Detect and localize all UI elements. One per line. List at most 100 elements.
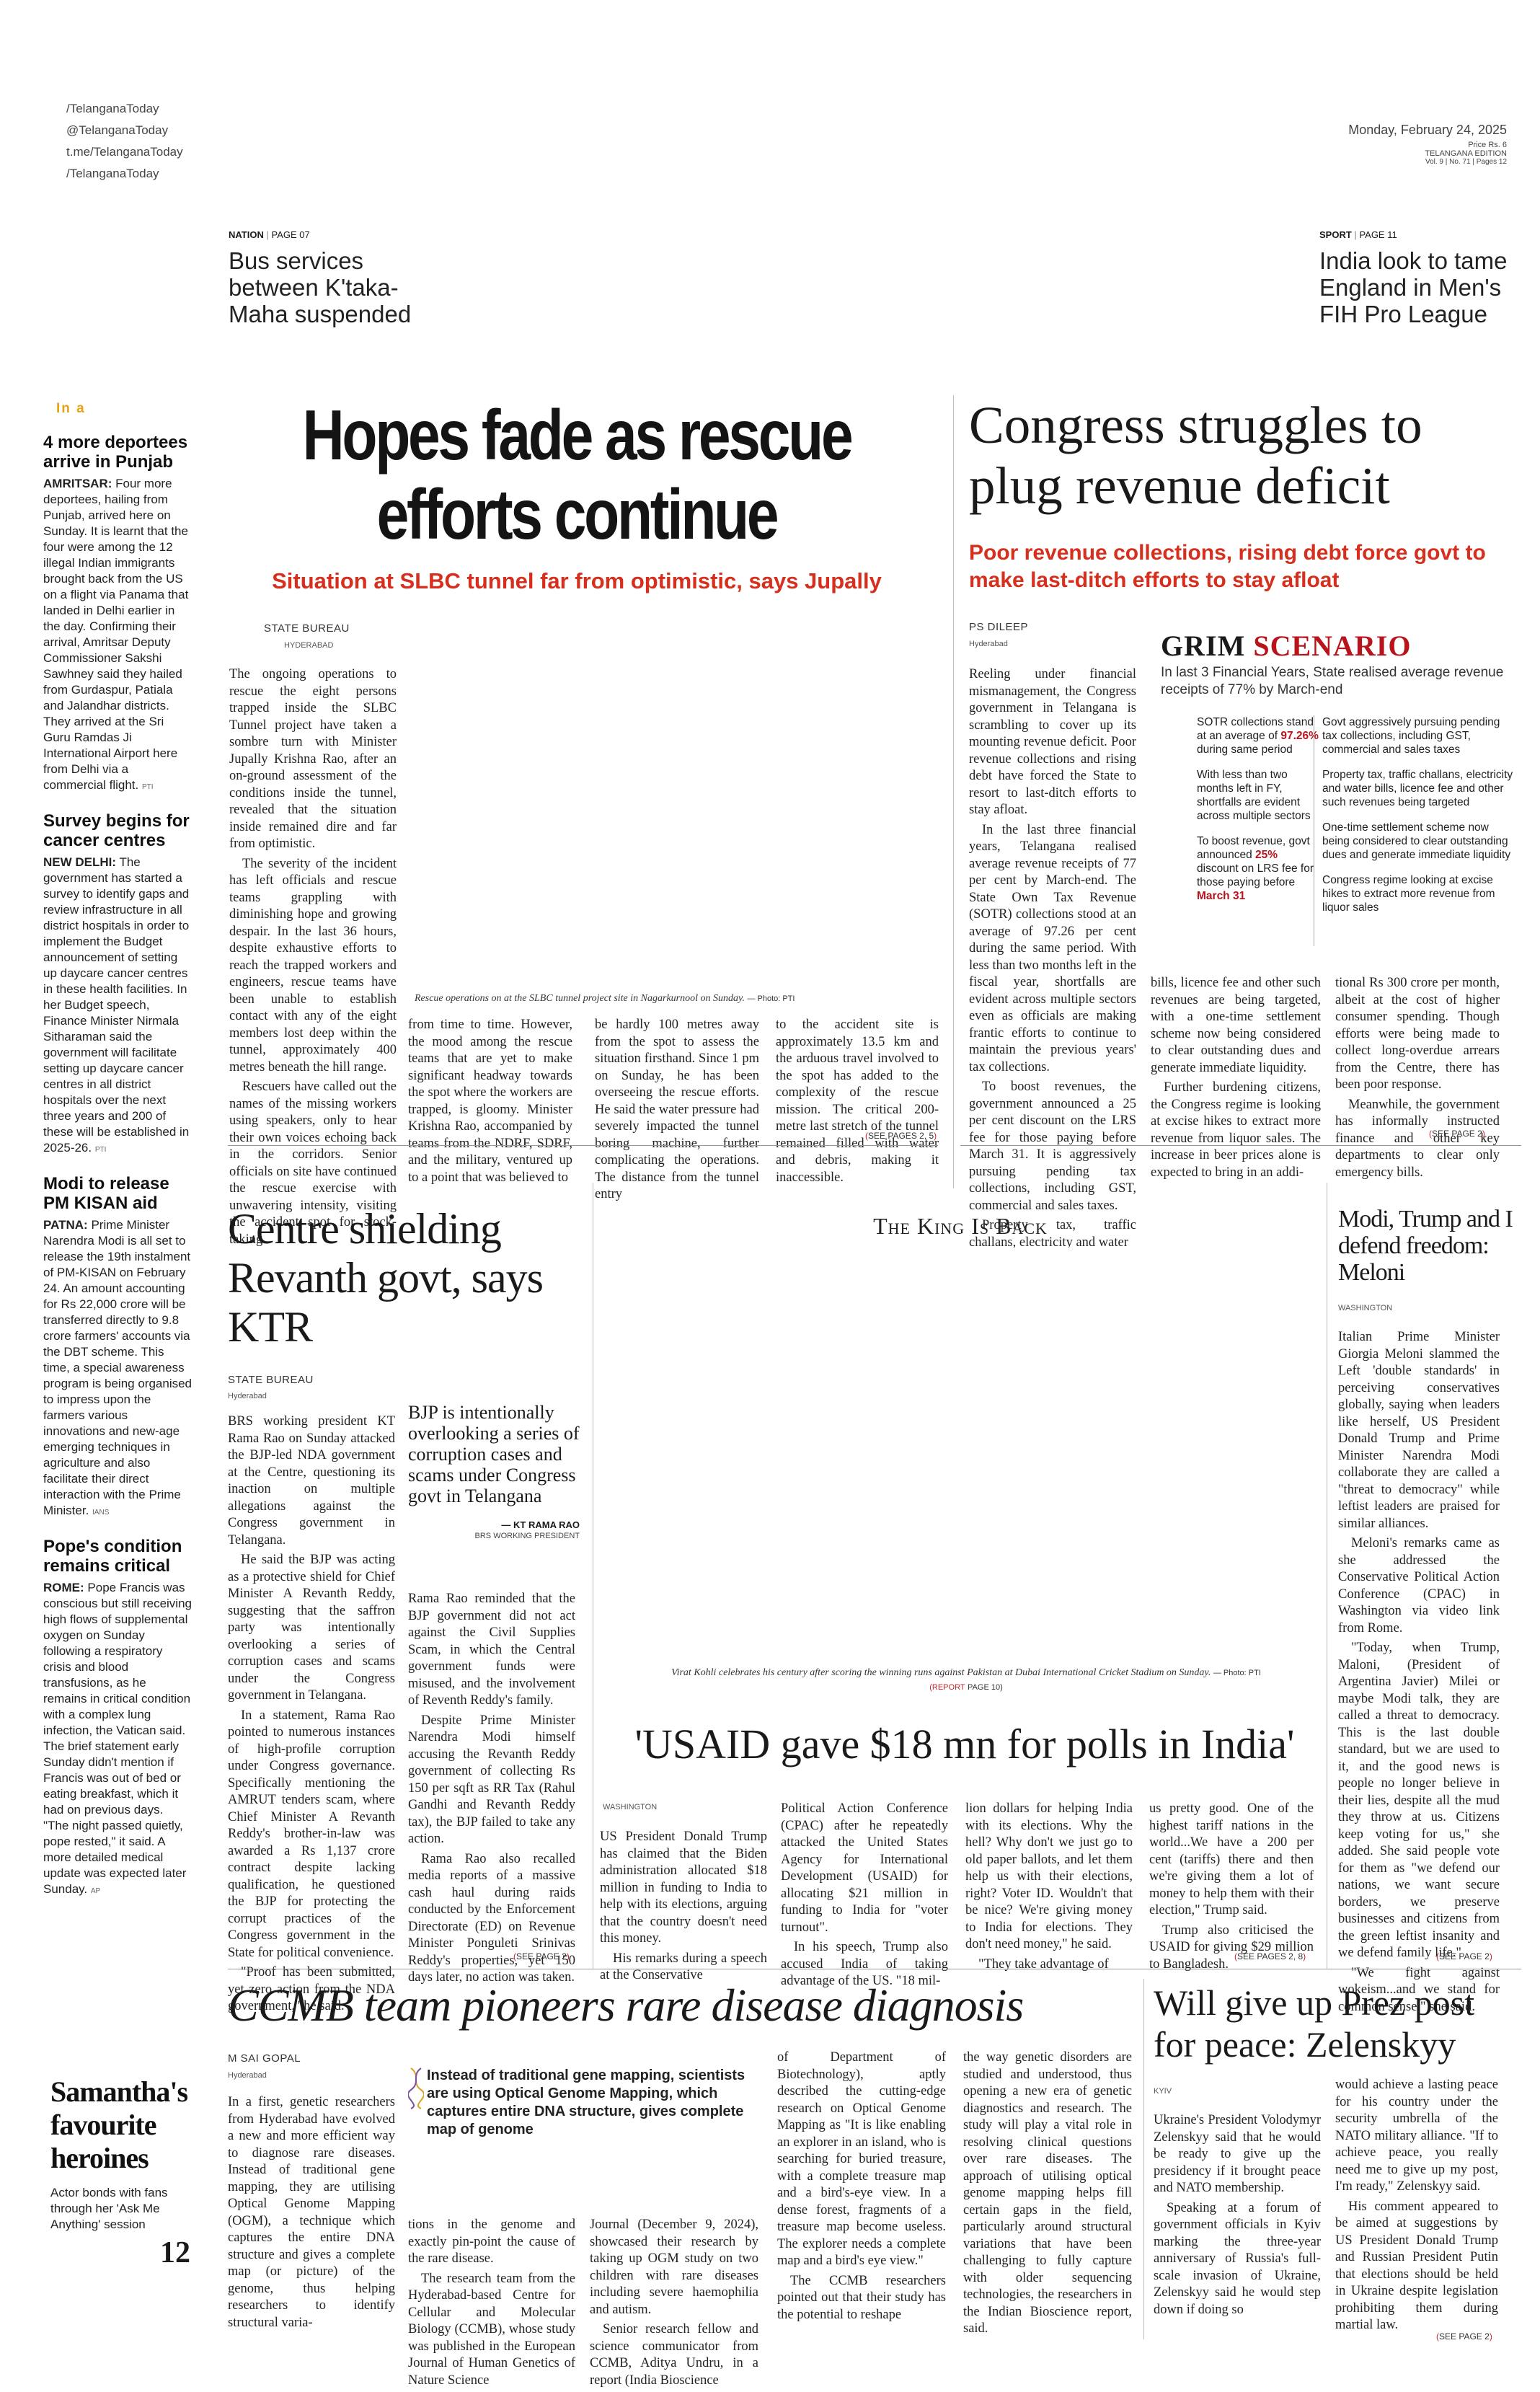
congress-subhead: Poor revenue collections, rising debt fo… [969,541,1486,592]
trend-arrows-icon [1163,715,1190,746]
social-instagram[interactable]: /TelanganaToday [66,167,159,180]
ktr-see-more[interactable]: (SEE PAGE 2) [513,1951,570,1961]
lead-col-3: be hardly 100 metres away from the spot … [595,1018,759,1201]
lead-byline: STATE BUREAU [264,622,350,635]
brief-item[interactable]: Pope's condition remains critical ROME: … [43,1537,192,1899]
brief-place: ROME: [43,1581,84,1594]
lead-headline: Hopes fade as rescue efforts continue [302,395,854,554]
brief-place: NEW DELHI: [43,855,117,869]
congress-dateline: Hyderabad [969,640,1008,648]
dna-icon [408,2067,424,2109]
brief-item[interactable]: Survey begins for cancer centres NEW DEL… [43,811,192,1158]
brief-credit: AP [90,1887,101,1895]
congress-col-3: tional Rs 300 crore per month, albeit at… [1335,976,1500,1180]
promo-text: Actor bonds with fans through her 'Ask M… [50,2186,168,2231]
brief-item[interactable]: 4 more deportees arrive in Punjab AMRITS… [43,433,192,795]
edition: TELANGANA EDITION [1425,149,1507,158]
ktr-col-2: Rama Rao reminded that the BJP governmen… [408,1592,575,1985]
zelensky-col-1: Ukraine's President Volodymyr Zelenskyy … [1154,2113,1321,2317]
social-twitter[interactable]: @TelanganaToday [66,123,169,137]
congress-see-more[interactable]: (SEE PAGE 2) [1429,1129,1485,1139]
zelensky-see-more[interactable]: (SEE PAGE 2) [1436,2331,1492,2342]
social-facebook[interactable]: /TelanganaToday [66,102,159,115]
divider [1143,1979,1144,2339]
lead-subhead: Situation at SLBC tunnel far from optimi… [272,568,882,593]
usaid-col-1: US President Donald Trump has claimed th… [600,1830,767,1982]
social-telegram[interactable]: t.me/TelanganaToday [66,145,183,159]
meloni-see-more[interactable]: (SEE PAGE 2) [1436,1951,1492,1961]
grim-left-list: SOTR collections stand at an average of … [1197,715,1319,903]
brief-credit: PTI [142,783,154,791]
brief-text: Pope Francis was conscious but still rec… [43,1581,192,1896]
zelensky-dateline: KYIV [1154,2087,1172,2096]
usaid-headline: 'USAID gave $18 mn for polls in India' [634,1721,1295,1767]
kohli-photo-image [603,1248,1324,1659]
ktr-quote-box: BJP is intentionally overlooking a serie… [408,1402,580,1540]
congress-headline: Congress struggles to plug revenue defic… [969,396,1422,515]
grim-item: To boost revenue, govt announced 25% dis… [1197,835,1314,902]
usaid-dateline: WASHINGTON [603,1803,658,1811]
lead-photo-caption: Rescue operations on at the SLBC tunnel … [415,993,795,1004]
promo-headline: Samantha's favourite heroines [50,2075,188,2174]
brief-place: PATNA: [43,1218,88,1232]
ccmb-graphic: Instead of traditional gene mapping, sci… [408,2067,761,2197]
divider [960,1145,1521,1146]
promo-samantha[interactable]: Samantha's favourite heroines Actor bond… [50,2075,195,2233]
grim-intro: In last 3 Financial Years, State realise… [1161,665,1504,697]
teaser-nation[interactable]: NATION | PAGE 07 Bus services between K'… [229,229,445,327]
usaid-col-2: Political Action Conference (CPAC) after… [781,1801,948,1988]
lead-photo [408,622,917,982]
issue-date: Monday, February 24, 2025 [1348,123,1507,137]
grim-item: SOTR collections stand at an average of … [1197,716,1319,756]
teaser-headline: Bus services between K'taka-Maha suspend… [229,247,412,327]
brief-headline: 4 more deportees arrive in Punjab [43,433,188,472]
ccmb-headline: CCMB team pioneers rare disease diagnosi… [228,1980,1024,2031]
grim-item: Property tax, traffic challans, electric… [1322,769,1513,808]
masthead-info: Monday, February 24, 2025 Price Rs. 6 TE… [1348,123,1507,166]
usaid-col-4: us pretty good. One of the highest tarif… [1149,1801,1314,1972]
lead-col-1: The ongoing operations to rescue the eig… [229,667,397,1247]
brief-credit: PTI [94,1146,107,1154]
ktr-quote-role: BRS WORKING PRESIDENT [474,1532,580,1540]
brief-credit: IANS [92,1509,110,1517]
grim-item: With less than two months left in FY, sh… [1197,769,1311,822]
ccmb-col-3: Journal (December 9, 2024), showcased th… [590,2217,758,2388]
teaser-section: SPORT [1319,229,1352,240]
grim-item: Govt aggressively pursuing pending tax c… [1322,716,1500,756]
lead-see-more[interactable]: (SEE PAGES 2, 5) [865,1131,937,1141]
congress-col-2: bills, licence fee and other such revenu… [1151,976,1321,1180]
brief-item[interactable]: Modi to release PM KISAN aid PATNA: Prim… [43,1174,192,1521]
brief-headline: Modi to release PM KISAN aid [43,1174,169,1213]
congress-col-1: Reeling under financial mismanagement, t… [969,667,1136,1250]
usaid-see-more[interactable]: (SEE PAGES 2, 8) [1234,1951,1306,1961]
meloni-dateline: WASHINGTON [1338,1304,1393,1312]
grim-right-list: Govt aggressively pursuing pending tax c… [1322,715,1517,926]
price: Price Rs. 6 [1468,141,1507,149]
teaser-sport[interactable]: SPORT | PAGE 11 India look to tame Engla… [1319,229,1521,327]
brief-text: Four more deportees, hailing from Punjab… [43,477,189,792]
briefs-label: In a [56,401,86,416]
grim-item: One-time settlement scheme now being con… [1322,821,1511,861]
ccmb-col-1: In a first, genetic researchers from Hyd… [228,2095,395,2330]
teaser-headline: India look to tame England in Men's FIH … [1319,247,1508,327]
usaid-col-3: lion dollars for helping India with its … [965,1801,1133,1972]
ccmb-col-2: tions in the genome and exactly pin-poin… [408,2217,575,2388]
brief-text: The government has started a survey to i… [43,855,190,1155]
grim-infographic: SOTR collections stand at an average of … [1161,715,1521,961]
congress-byline: PS DILEEP [969,621,1029,633]
kohli-photo [603,1248,1324,1659]
grim-item: Congress regime looking at excise hikes … [1322,874,1495,914]
brief-headline: Pope's condition remains critical [43,1537,182,1576]
lead-col-2: from time to time. However, the mood amo… [408,1018,572,1185]
rescue-photo-image [408,622,917,982]
lead-col-4: to the accident site is approximately 13… [776,1018,939,1185]
grim-scenario-box: GRIM SCENARIO In last 3 Financial Years,… [1161,629,1521,961]
ccmb-col-5: the way genetic disorders are studied an… [963,2050,1132,2336]
meloni-headline: Modi, Trump and I defend freedom: Meloni [1338,1206,1513,1286]
briefs-column: 4 more deportees arrive in Punjab AMRITS… [43,433,192,1899]
zelensky-col-2: would achieve a lasting peace for his co… [1335,2078,1498,2332]
divider [953,395,954,1188]
social-links: /TelanganaToday @TelanganaToday t.me/Tel… [66,98,183,185]
ktr-col-1: BRS working president KT Rama Rao on Sun… [228,1414,395,2013]
meloni-body: Italian Prime Minister Giorgia Meloni sl… [1338,1330,1500,2014]
